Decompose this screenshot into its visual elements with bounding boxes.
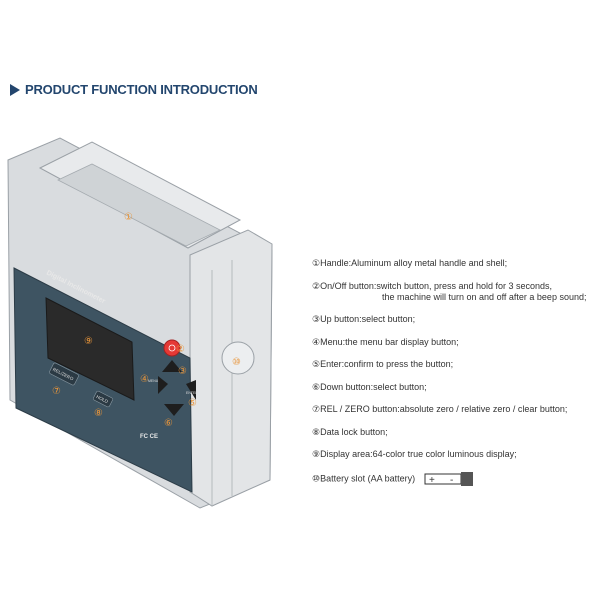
callout-6: ⑥	[164, 418, 173, 429]
callout-1: ①	[124, 212, 133, 223]
up-button[interactable]	[162, 360, 182, 372]
callout-4: ④	[140, 374, 149, 385]
function-item: ④Menu:the menu bar display button;	[312, 336, 459, 347]
svg-text:+: +	[429, 475, 435, 486]
inclinometer-diagram: Digital Inclinometer REL/ZERO HOLD MENU …	[7, 137, 273, 509]
function-item: ①Handle:Aluminum alloy metal handle and …	[312, 258, 508, 268]
callout-5: ⑤	[188, 398, 197, 409]
function-item: ⑨Display area:64-color true color lumino…	[312, 449, 517, 459]
callout-7: ⑦	[52, 386, 61, 397]
hold-label: HOLD	[95, 394, 109, 404]
play-arrow-icon	[10, 83, 20, 96]
callout-10: ⑩	[232, 357, 241, 368]
function-list: ①Handle:Aluminum alloy metal handle and …	[312, 258, 597, 497]
callout-2: ②	[176, 344, 185, 355]
enter-label: ENTER	[186, 391, 198, 395]
power-button[interactable]	[163, 339, 181, 357]
section-header: PRODUCT FUNCTION INTRODUCTION	[10, 82, 258, 97]
callout-3: ③	[178, 366, 187, 377]
rel-zero-button[interactable]	[49, 362, 79, 386]
callout-8: ⑧	[94, 408, 103, 419]
page-title: PRODUCT FUNCTION INTRODUCTION	[25, 82, 258, 97]
display-area	[45, 297, 135, 401]
down-button[interactable]	[164, 404, 184, 416]
function-item: ⑧Data lock button;	[312, 426, 388, 437]
enter-button[interactable]	[186, 380, 196, 400]
function-item: ⑦REL / ZERO button:absolute zero / relat…	[312, 404, 568, 414]
menu-button[interactable]	[158, 376, 168, 394]
menu-label: MENU	[148, 379, 159, 383]
function-item: ⑩Battery slot (AA battery) + -	[312, 471, 597, 486]
function-item: ②On/Off button:switch button, press and …	[312, 280, 587, 302]
function-item: ⑥Down button:select button;	[312, 381, 427, 392]
hold-button[interactable]	[93, 390, 114, 408]
certification-marks: FC CE	[140, 434, 158, 440]
function-item: ⑤Enter:confirm to press the button;	[312, 359, 454, 369]
battery-icon: + -	[424, 471, 473, 486]
svg-text:-: -	[450, 475, 453, 486]
function-item: ③Up button:select button;	[312, 314, 416, 324]
battery-cap	[221, 341, 255, 375]
handle-inner	[57, 163, 221, 247]
callout-9: ⑨	[84, 336, 93, 347]
power-icon	[168, 344, 176, 352]
